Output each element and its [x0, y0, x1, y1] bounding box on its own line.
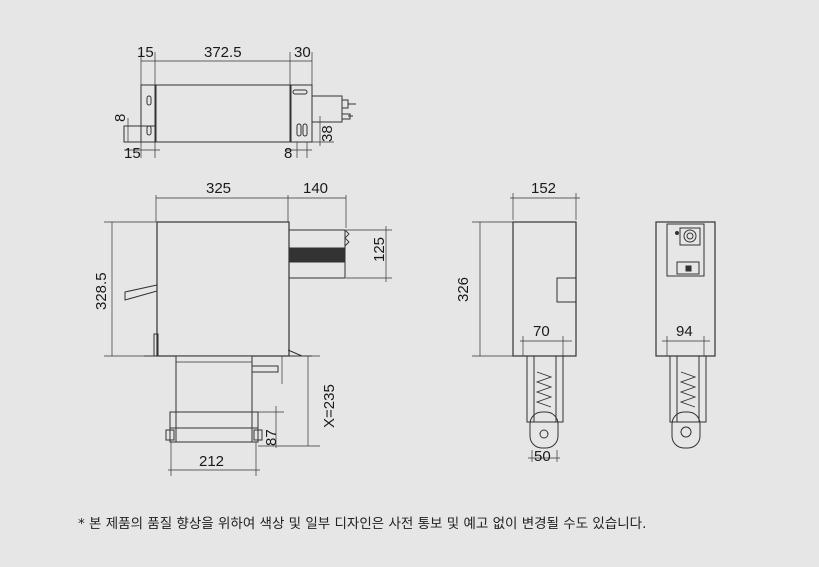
dim-top-right-flange: 30	[294, 44, 311, 61]
dim-top-left-flange: 15	[137, 44, 154, 61]
dim-top-bottom-flange: 15	[124, 145, 141, 162]
dim-rear-rail: 94	[676, 323, 693, 340]
dim-front-bar-height: 125	[371, 237, 388, 262]
dim-top-length: 372.5	[204, 44, 242, 61]
dim-top-side-height: 8	[112, 114, 129, 122]
dim-front-lower-height: 87	[263, 429, 280, 446]
dim-top-right-height: 38	[319, 125, 336, 142]
front-view	[104, 195, 392, 476]
top-view	[123, 52, 356, 158]
dim-side-rail: 70	[533, 323, 550, 340]
dim-side-height: 326	[455, 277, 472, 302]
dim-front-extension: 140	[303, 180, 328, 197]
dim-top-bottom-right: 8	[284, 145, 292, 162]
footnote: * 본 제품의 품질 향상을 위하여 색상 및 일부 디자인은 사전 통보 및 …	[78, 516, 647, 532]
dim-front-width: 325	[206, 180, 231, 197]
side-view	[472, 193, 580, 462]
dim-side-wheel: 50	[534, 448, 551, 465]
dim-side-width: 152	[531, 180, 556, 197]
rear-view	[655, 221, 716, 449]
dim-front-lower-width: 212	[199, 453, 224, 470]
dim-front-height: 328.5	[93, 272, 110, 310]
dim-front-travel: X=235	[321, 384, 338, 428]
